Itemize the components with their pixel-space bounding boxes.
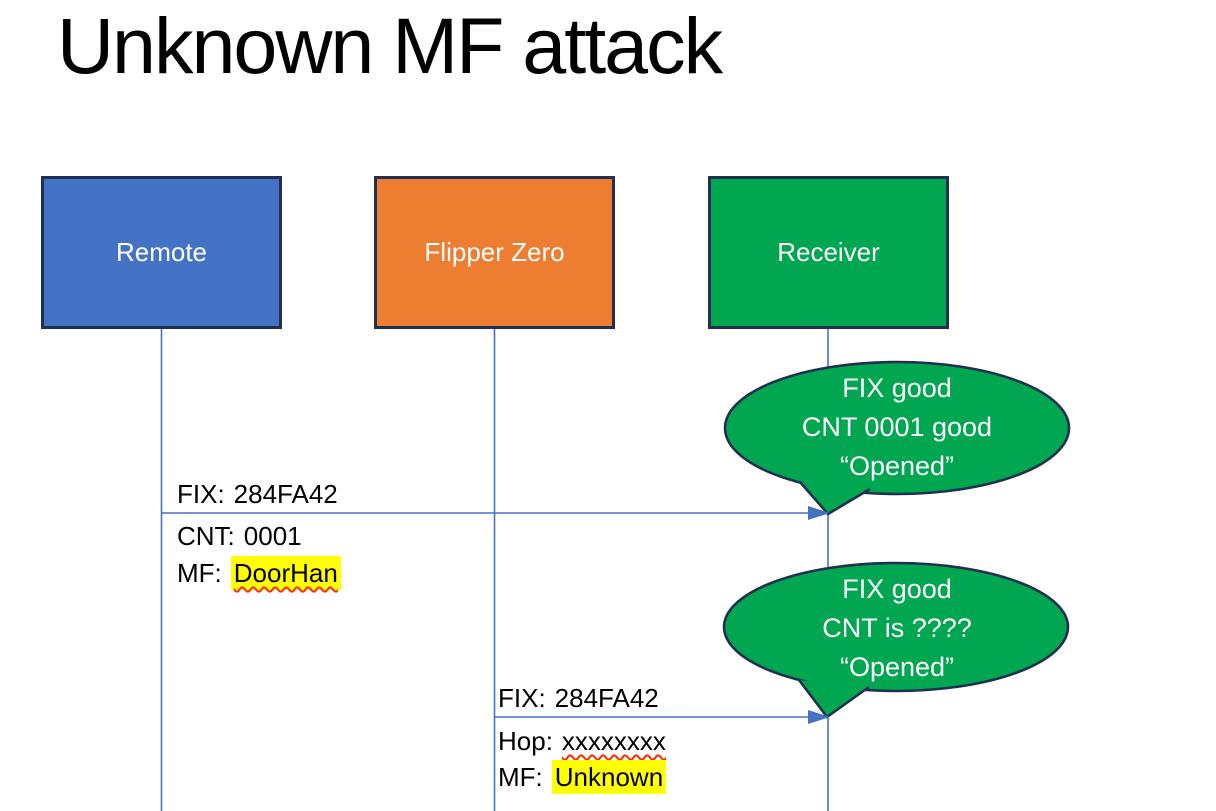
message-2-fix-row: FIX: 284FA42	[498, 682, 659, 714]
callout-1-tail	[799, 481, 871, 516]
callout-1-text: FIX good CNT 0001 good “Opened”	[725, 369, 1069, 486]
message-2-hop-label: Hop:	[498, 726, 553, 756]
callout-bubble-1	[723, 360, 1071, 516]
callout-2-line-1: FIX good	[842, 574, 952, 604]
message-1-cnt-row: CNT: 0001	[177, 520, 302, 552]
arrowhead-icon	[808, 710, 830, 724]
message-1-mf-label: MF:	[177, 558, 222, 588]
callout-2-text: FIX good CNT is ???? “Opened”	[725, 570, 1069, 687]
arrowhead-icon	[808, 506, 830, 520]
callout-1-ellipse	[723, 360, 1071, 496]
actor-box-flipper-zero: Flipper Zero	[374, 176, 615, 329]
message-2-hop-row: Hop: xxxxxxxx	[498, 725, 666, 757]
callout-1-line-2: CNT 0001 good	[801, 412, 993, 442]
message-2-fix-value: 284FA42	[554, 683, 659, 713]
callout-2-line-2: CNT is ????	[822, 613, 972, 643]
actor-label-receiver: Receiver	[777, 237, 880, 267]
callout-bubble-2	[722, 561, 1070, 719]
message-2-hop-value: xxxxxxxx	[561, 726, 666, 756]
callout-1-line-3: “Opened”	[839, 451, 955, 481]
message-1-mf-value-highlighted: DoorHan	[230, 556, 341, 590]
callout-2-ellipse	[722, 561, 1070, 693]
message-2-mf-value-highlighted: Unknown	[551, 760, 667, 794]
actor-label-flipper-zero: Flipper Zero	[424, 237, 565, 267]
message-2-mf-label: MF:	[498, 762, 543, 792]
message-1-fix-label: FIX:	[177, 479, 225, 509]
message-1-mf-row: MF: DoorHan	[177, 556, 341, 590]
callout-2-line-3: “Opened”	[839, 652, 955, 682]
callout-1-line-1: FIX good	[842, 373, 952, 403]
actor-box-remote: Remote	[41, 176, 282, 329]
message-1-fix-value: 284FA42	[233, 479, 338, 509]
message-1-fix-row: FIX: 284FA42	[177, 478, 338, 510]
message-1-cnt-value: 0001	[243, 521, 302, 551]
actor-label-remote: Remote	[115, 237, 208, 267]
slide-title: Unknown MF attack	[57, 1, 723, 90]
message-1-cnt-label: CNT:	[177, 521, 235, 551]
message-2-fix-label: FIX:	[498, 683, 546, 713]
message-2-mf-row: MF: Unknown	[498, 760, 667, 794]
actor-box-receiver: Receiver	[708, 176, 949, 329]
